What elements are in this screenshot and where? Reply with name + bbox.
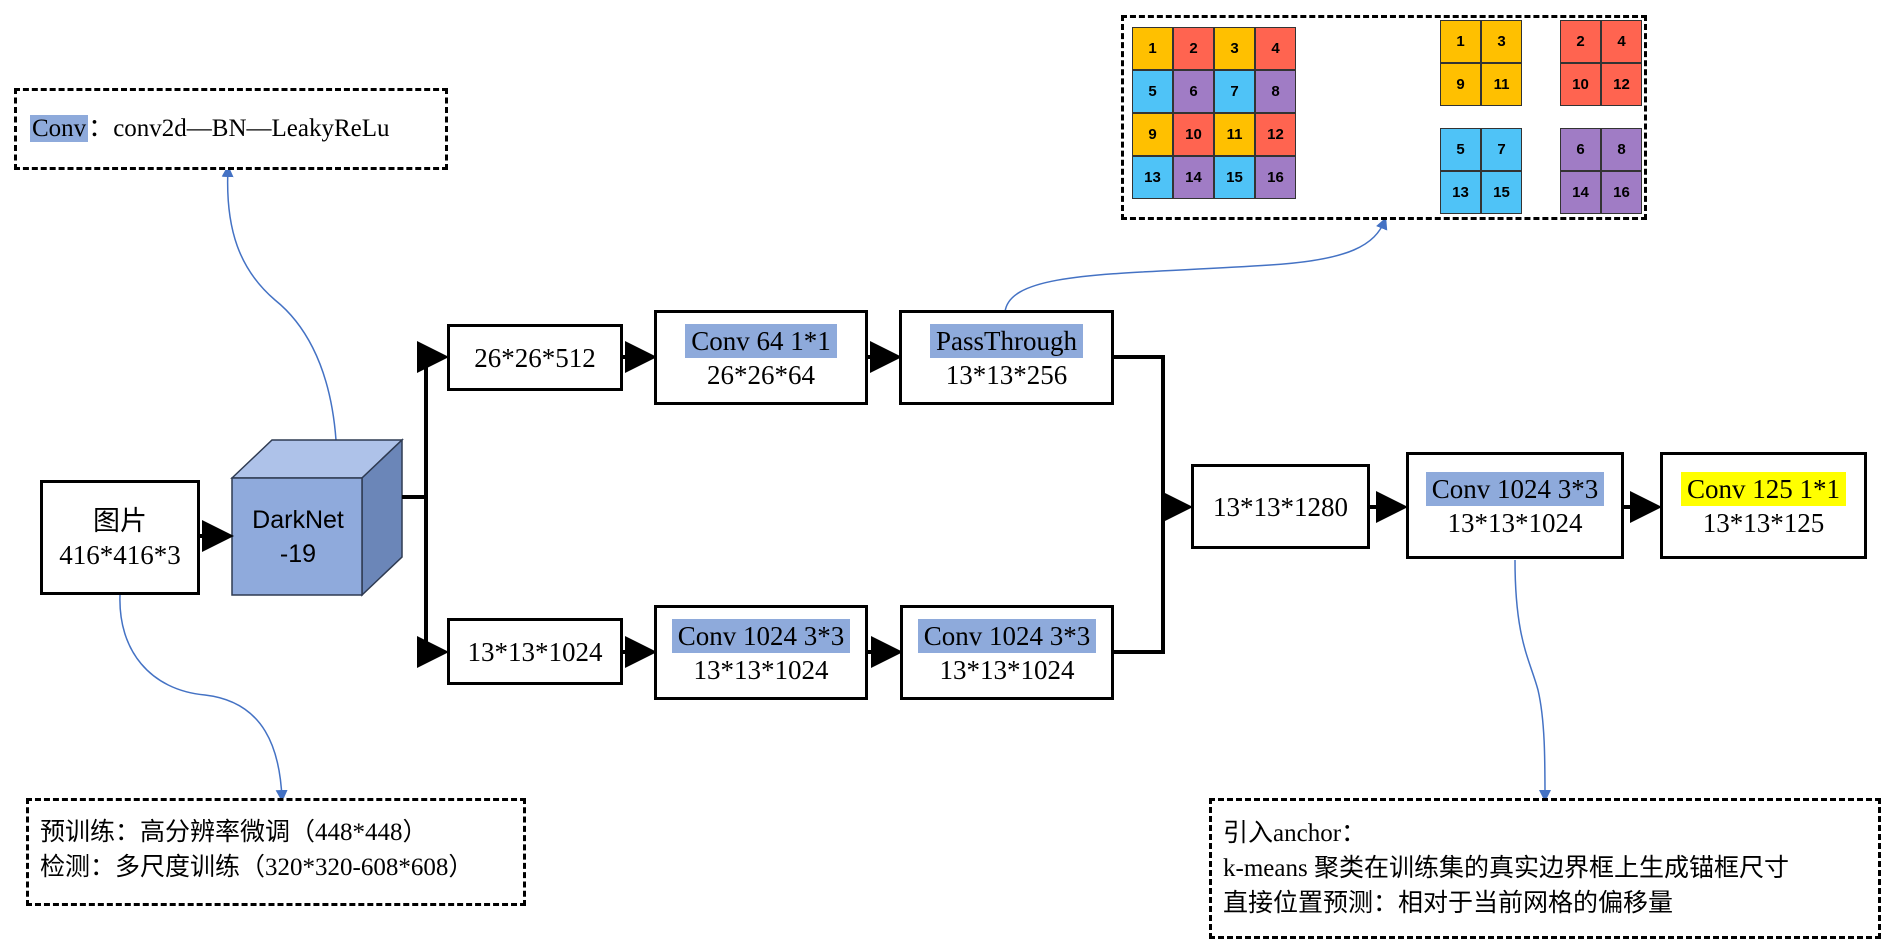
passthrough-label: PassThrough [930,323,1083,358]
backbone-label: DarkNet -19 [232,503,364,571]
grid-cell: 12 [1255,113,1296,156]
anchor-note-title: 引入anchor： [1223,820,1367,847]
top-conv-label: Conv 64 1*1 [685,323,837,358]
backbone-name: DarkNet [252,506,344,534]
input-title: 图片 [93,505,147,536]
grid-cell: 6 [1560,128,1601,171]
output-size: 13*13*125 [1702,507,1825,538]
grid-cell: 8 [1601,128,1642,171]
line-conv2-to-merge [1114,507,1165,654]
grid-cell: 13 [1440,171,1481,214]
grid-cell: 10 [1173,113,1214,156]
grid-cell: 8 [1255,70,1296,113]
connector-training-note [119,594,288,802]
training-note-pretrain: 预训练：高分辨率微调（448*448） [40,819,428,846]
grid-cell: 15 [1214,156,1255,199]
backbone-version: -19 [279,540,317,568]
input-size: 416*416*3 [59,539,181,570]
grid-cell: 4 [1601,20,1642,63]
grid-cell: 5 [1440,128,1481,171]
grid-cell: 1 [1132,27,1173,70]
connector-passthrough-grid [1004,217,1388,313]
bottom-conv1-size: 13*13*1024 [693,654,829,685]
grid-cell: 9 [1132,113,1173,156]
connector-conv-note [221,165,337,441]
anchor-note-kmeans: k-means 聚类在训练集的真实边界框上生成锚框尺寸 [1223,855,1789,882]
bottom-feature-box: 13*13*1024 [447,618,623,685]
passthrough-size: 13*13*256 [945,359,1068,390]
passthrough-box: PassThrough 13*13*256 [899,310,1114,405]
grid-cell: 12 [1601,63,1642,106]
grid-cell: 4 [1255,27,1296,70]
grid-cell: 11 [1214,113,1255,156]
bottom-conv2-label: Conv 1024 3*3 [917,618,1097,653]
grid-cell: 16 [1601,171,1642,214]
grid-cell: 2 [1173,27,1214,70]
connector-anchor-note [1514,559,1551,802]
grid-cell: 13 [1132,156,1173,199]
top-conv-size: 26*26*64 [707,359,815,390]
grid-cell: 9 [1440,63,1481,106]
training-note-box [26,798,526,906]
head-conv-size: 13*13*1024 [1447,507,1583,538]
input-box: 图片 416*416*3 [40,480,200,595]
top-feature-box: 26*26*512 [447,324,623,391]
conv-note-highlight: Conv [30,115,89,142]
bottom-feature-size: 13*13*1024 [467,636,603,667]
anchor-note-text: 引入anchor： k-means 聚类在训练集的真实边界框上生成锚框尺寸 直接… [1223,816,1789,921]
anchor-note-box [1209,798,1881,939]
grid-cell: 14 [1560,171,1601,214]
head-conv-label: Conv 1024 3*3 [1425,471,1605,506]
bottom-conv1-box: Conv 1024 3*3 13*13*1024 [654,605,868,700]
grid-cell: 7 [1481,128,1522,171]
grid-cell: 11 [1481,63,1522,106]
grid-cell: 3 [1214,27,1255,70]
grid-cell: 7 [1214,70,1255,113]
grid-cell: 16 [1255,156,1296,199]
head-conv-box: Conv 1024 3*3 13*13*1024 [1406,452,1624,559]
top-conv-box: Conv 64 1*1 26*26*64 [654,310,868,405]
output-label: Conv 125 1*1 [1680,471,1846,506]
grid-cell: 5 [1132,70,1173,113]
grid-cell: 6 [1173,70,1214,113]
grid-cell: 1 [1440,20,1481,63]
anchor-note-direct: 直接位置预测：相对于当前网格的偏移量 [1223,890,1674,917]
grid-cell: 10 [1560,63,1601,106]
grid-cell: 3 [1481,20,1522,63]
line-passthrough-to-merge [1114,355,1165,507]
conv-note-definition: ：conv2d—BN—LeakyReLu [88,115,390,142]
training-note-text: 预训练：高分辨率微调（448*448） 检测：多尺度训练（320*320-608… [40,815,473,885]
grid-cell: 14 [1173,156,1214,199]
output-box: Conv 125 1*1 13*13*125 [1660,452,1867,559]
top-feature-size: 26*26*512 [474,342,596,373]
training-note-detect: 检测：多尺度训练（320*320-608*608） [40,854,474,881]
bottom-conv2-size: 13*13*1024 [939,654,1075,685]
bottom-conv1-label: Conv 1024 3*3 [671,618,851,653]
conv-note-text: Conv：conv2d—BN—LeakyReLu [30,111,390,146]
concat-size: 13*13*1280 [1213,491,1348,522]
grid-cell: 15 [1481,171,1522,214]
grid-cell: 2 [1560,20,1601,63]
concat-box: 13*13*1280 [1191,464,1370,549]
bottom-conv2-box: Conv 1024 3*3 13*13*1024 [900,605,1114,700]
